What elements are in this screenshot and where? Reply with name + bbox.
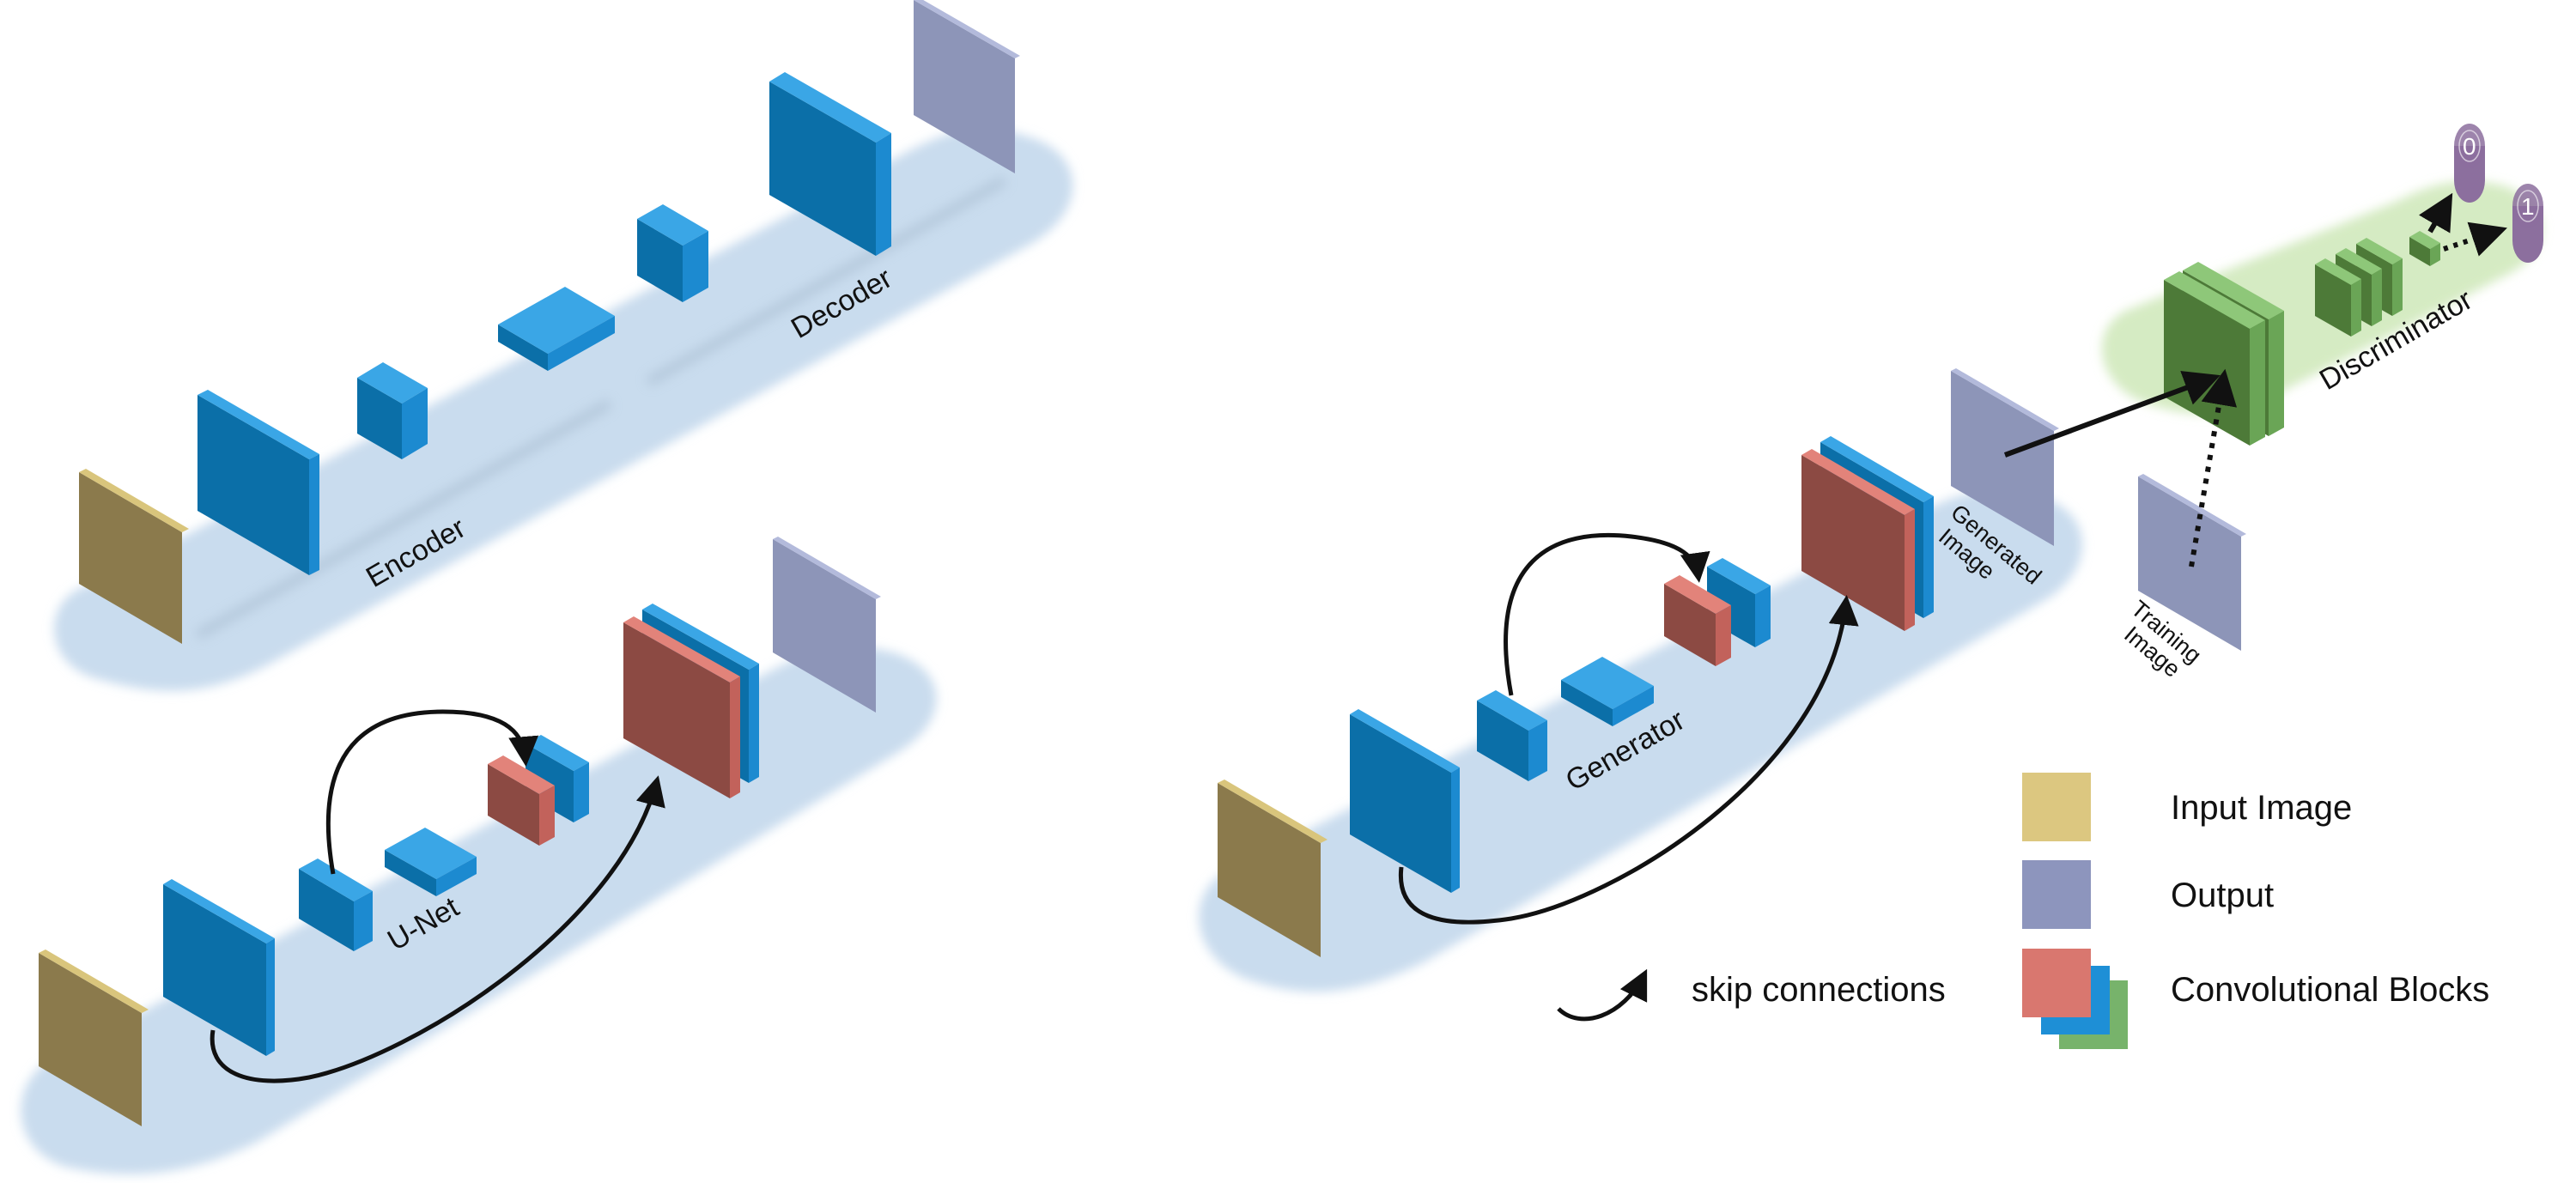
legend-convolutional-blocks-swatch (2022, 949, 2128, 1049)
legend-skip-connections-label: skip connections (1692, 971, 1946, 1009)
bottleneck-block (498, 287, 615, 371)
unet-skip-connection-outer (210, 775, 665, 1083)
decoder-block-1 (637, 204, 708, 302)
encoder-block-2 (357, 362, 428, 459)
generator-encoder-block-2 (1477, 690, 1547, 781)
legend: skip connections Input Image Output Conv… (1557, 773, 2489, 1049)
unet-network: U-Net (39, 537, 881, 1126)
output-image-plane (914, 0, 1020, 173)
decoder-block-2 (769, 72, 891, 256)
generated-to-discriminator-arrow (2003, 370, 2221, 458)
legend-input-image-label: Input Image (2171, 789, 2352, 827)
skip-connections-legend-icon (1557, 968, 1648, 1022)
unet-encoder-block-2 (299, 858, 373, 951)
training-to-discriminator-arrow (2189, 368, 2238, 567)
unet-encoder-block-1 (163, 879, 275, 1056)
unet-bottleneck-block (385, 828, 477, 896)
encoder-decoder-network: Encoder Decoder (79, 0, 1020, 644)
output-zero-cylinder (2454, 124, 2485, 203)
generator-bottleneck-block (1561, 657, 1654, 726)
discriminator-output-zero-arrow (2418, 192, 2453, 234)
legend-output-label: Output (2171, 877, 2274, 914)
discriminator-block-2 (2315, 238, 2403, 337)
unet-skip-connection-inner (325, 709, 539, 875)
legend-input-image-swatch (2022, 773, 2091, 841)
bottleneck-shadow-left (195, 399, 612, 640)
legend-convolutional-blocks-label: Convolutional Blocks (2171, 971, 2489, 1009)
output-one-label: 1 (2521, 193, 2535, 220)
legend-output-swatch (2022, 860, 2091, 929)
input-image-plane (79, 469, 189, 644)
unet-input-image-plane (39, 949, 149, 1126)
output-one-cylinder (2512, 184, 2543, 263)
generator-input-image-plane (1218, 780, 1327, 957)
generated-image-plane (1951, 368, 2059, 546)
generator-encoder-block-1 (1350, 709, 1460, 893)
encoder-block-1 (197, 390, 319, 575)
generator-skip-connection-inner (1504, 532, 1710, 696)
bottleneck-shadow-right (646, 176, 1007, 386)
output-zero-label: 0 (2463, 133, 2476, 160)
unet-decoder-block-2 (623, 604, 759, 798)
unet-output-image-plane (773, 537, 881, 713)
generator-decoder-block-1 (1664, 558, 1771, 666)
discriminator-block-3 (2409, 231, 2440, 266)
discriminator-network: Training Image (2003, 124, 2543, 682)
unet-platform (21, 646, 937, 1174)
generator-skip-connection-outer (1398, 595, 1859, 925)
generator-decoder-block-2 (1801, 436, 1934, 631)
